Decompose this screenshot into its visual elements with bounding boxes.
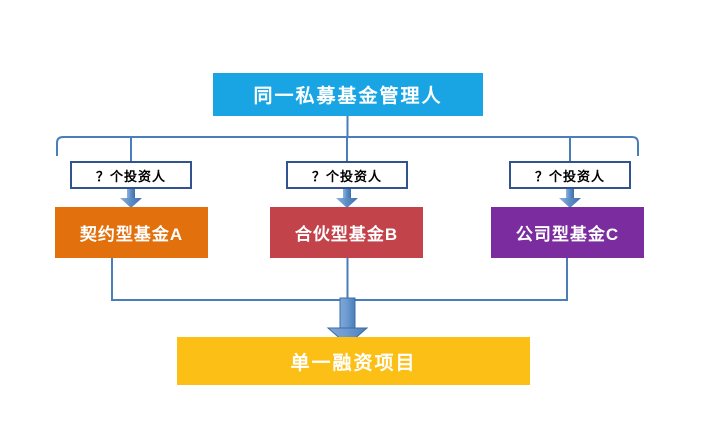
financing-project-box: 单一融资项目: [177, 337, 530, 385]
distribution-bracket: [56, 136, 639, 156]
investor-to-fund-arrow-a: [120, 189, 142, 208]
fund-c-converge-line: [347, 258, 568, 301]
investor-count-label-a: ？个投资人: [70, 161, 192, 189]
fund-box-partnership-b: 合伙型基金B: [270, 207, 423, 258]
investor-to-fund-arrow-c: [559, 189, 581, 208]
fund-a-converge-line: [111, 258, 347, 301]
investor-count-label-c: ？个投资人: [509, 161, 631, 189]
fund-box-corporate-c: 公司型基金C: [491, 207, 644, 258]
investor-to-fund-arrow-b: [336, 189, 358, 208]
fund-manager-box: 同一私募基金管理人: [213, 73, 483, 116]
investor-count-label-b: ？个投资人: [286, 161, 408, 189]
fund-box-contractual-a: 契约型基金A: [55, 207, 208, 258]
